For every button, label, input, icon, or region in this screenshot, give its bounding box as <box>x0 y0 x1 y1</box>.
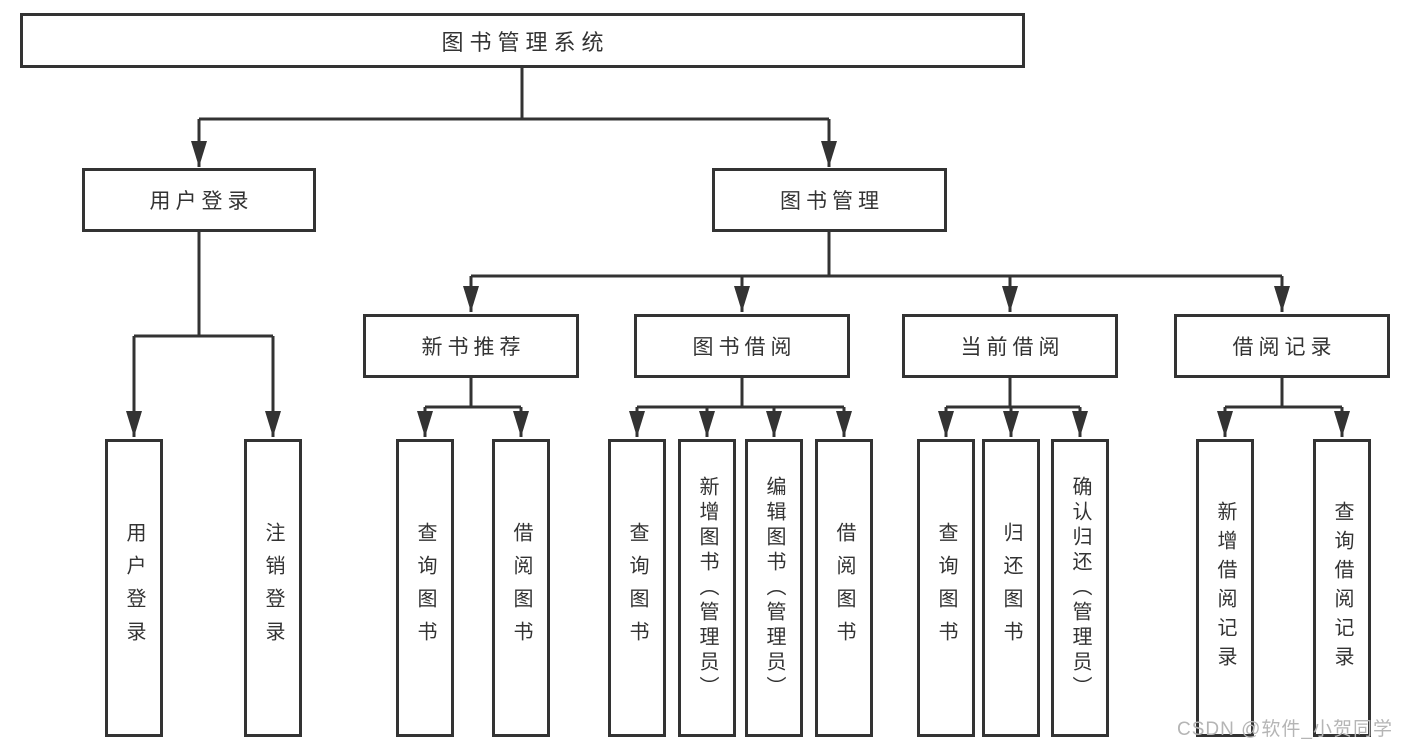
node-root-label: 图书管理系统 <box>441 29 610 55</box>
leaf-label: 查询图书 <box>414 522 436 654</box>
leaf-label: 归还图书 <box>1000 522 1022 654</box>
node-label: 图书管理 <box>780 190 884 213</box>
leaf-label: 查询图书 <box>935 522 957 654</box>
node-label: 新书推荐 <box>421 336 526 359</box>
leaf-user-login: 用户登录 <box>105 439 163 737</box>
node-book-borrowing: 图书借阅 <box>634 314 850 378</box>
node-user-login: 用户登录 <box>82 168 316 232</box>
leaf-label: 用户登录 <box>123 522 145 654</box>
leaf-label: 新增借阅记录 <box>1214 501 1236 675</box>
leaf-label: 注销登录 <box>262 522 284 654</box>
leaf-add-books-admin: 新增图书（管理员） <box>678 439 736 737</box>
leaf-edit-books-admin: 编辑图书（管理员） <box>745 439 803 737</box>
node-new-book-recommend: 新书推荐 <box>363 314 579 378</box>
leaf-return-books: 归还图书 <box>982 439 1040 737</box>
leaf-borrow-books-recommend: 借阅图书 <box>492 439 550 737</box>
leaf-add-borrow-record: 新增借阅记录 <box>1196 439 1254 737</box>
leaf-label: 借阅图书 <box>833 522 855 654</box>
node-label: 图书借阅 <box>692 336 797 359</box>
node-book-management: 图书管理 <box>712 168 947 232</box>
node-label: 用户登录 <box>149 190 254 213</box>
leaf-query-books-recommend: 查询图书 <box>396 439 454 737</box>
leaf-label: 新增图书（管理员） <box>696 475 718 701</box>
leaf-label: 借阅图书 <box>510 522 532 654</box>
leaf-query-books-current: 查询图书 <box>917 439 975 737</box>
node-label: 借阅记录 <box>1232 336 1337 359</box>
leaf-label: 确认归还（管理员） <box>1069 475 1091 701</box>
node-current-borrowing: 当前借阅 <box>902 314 1118 378</box>
leaf-label: 查询借阅记录 <box>1331 501 1353 675</box>
node-label: 当前借阅 <box>960 336 1065 359</box>
leaf-query-books-borrowing: 查询图书 <box>608 439 666 737</box>
leaf-confirm-return-admin: 确认归还（管理员） <box>1051 439 1109 737</box>
leaf-borrow-books: 借阅图书 <box>815 439 873 737</box>
leaf-label: 编辑图书（管理员） <box>763 475 785 701</box>
node-root: 图书管理系统 <box>20 13 1025 68</box>
leaf-query-borrow-record: 查询借阅记录 <box>1313 439 1371 737</box>
leaf-logout: 注销登录 <box>244 439 302 737</box>
node-borrowing-records: 借阅记录 <box>1174 314 1390 378</box>
csdn-watermark: CSDN @软件_小贺同学 <box>1177 719 1393 740</box>
leaf-label: 查询图书 <box>626 522 648 654</box>
